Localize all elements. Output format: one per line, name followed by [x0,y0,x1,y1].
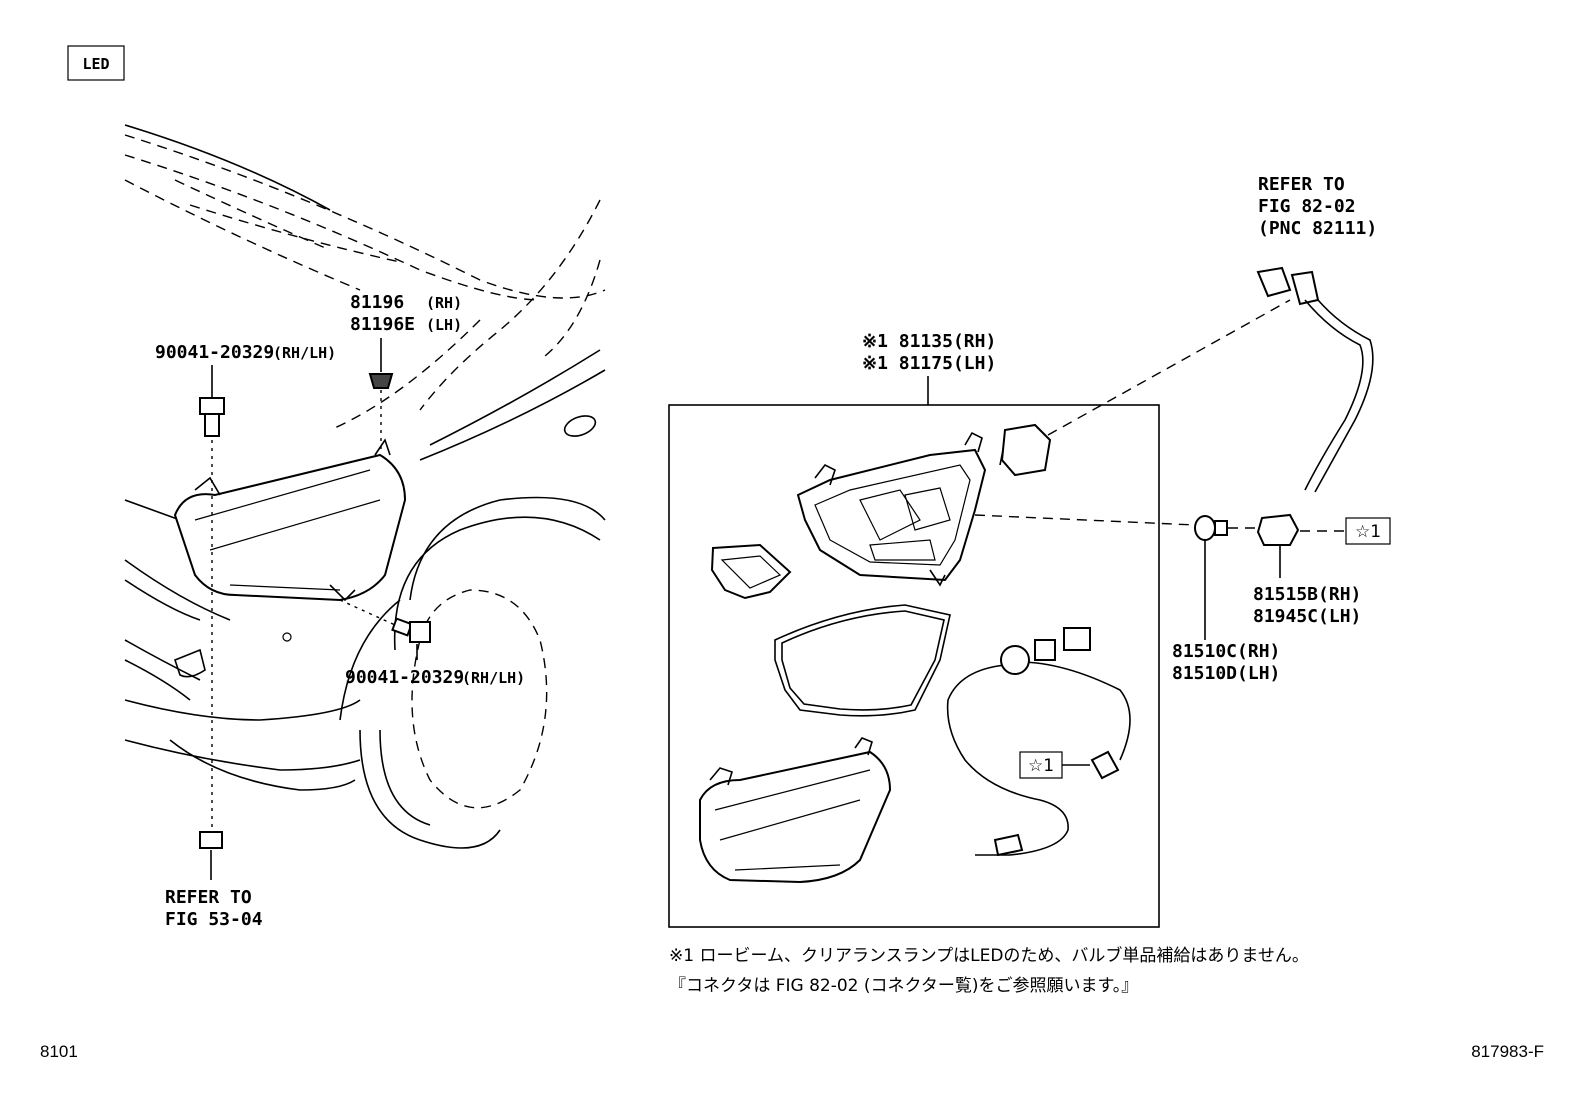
label-90041-upper-side: (RH/LH) [273,344,336,362]
headlamp-housing [796,431,987,587]
bolt-90041-upper [199,365,225,840]
clip-81196 [368,338,394,450]
label-81196-side: (RH) [426,294,462,312]
footer-left: 8101 [40,1042,78,1061]
label-81510c: 81510C(RH) [1172,641,1280,662]
label-81515b: 81515B(RH) [1253,584,1361,605]
leader-housing-to-bulb [974,514,1196,526]
socket-81515 [1256,513,1345,578]
label-90041-upper-num: 90041-20329 [155,342,274,363]
gasket-seal [774,604,951,717]
note-line-1: ※1 ロービーム、クリアランスランプはLEDのため、バルブ単品補給はありません。 [669,945,1309,966]
footer-right: 817983-F [1471,1042,1544,1061]
bolt-90041-lower [339,599,431,660]
wire-harness-inner [946,627,1131,857]
label-90041-lower-num: 90041-20329 [345,667,464,688]
label-81945c: 81945C(LH) [1253,606,1361,627]
star-ref-outer-text: ☆1 [1355,522,1381,542]
assembly-box [668,376,1160,928]
label-90041-lower-side: (RH/LH) [462,669,525,687]
label-fig-bottom: FIG 53-04 [165,909,263,930]
label-81135: ※1 81135(RH) [862,331,996,352]
vehicle-body-outline [124,124,606,849]
socket-top [999,299,1291,477]
label-81175: ※1 81175(LH) [862,353,996,374]
nut-bottom [199,831,223,880]
label-fig-top: FIG 82-02 [1258,196,1356,217]
label-81196e-side: (LH) [426,316,462,334]
bulb-81510 [1194,515,1258,640]
label-81510d: 81510D(LH) [1172,663,1280,684]
led-badge-text: LED [82,55,109,73]
label-refer-top: REFER TO [1258,174,1345,195]
star-ref-inner-text: ☆1 [1028,756,1054,776]
label-refer-bottom: REFER TO [165,887,252,908]
wire-harness-outer [1256,266,1374,493]
mounting-bracket [710,543,792,600]
label-pnc-top: (PNC 82111) [1258,218,1377,239]
label-81196e-num: 81196E [350,314,415,335]
note-line-2: 『コネクタは FIG 82-02 (コネクター覧)をご参照願います。』 [669,976,1138,996]
headlamp-installed [173,438,407,602]
label-81196-num: 81196 [350,292,404,313]
led-badge: LED [67,45,125,81]
star-ref-inner: ☆1 [1019,751,1090,779]
star-ref-outer: ☆1 [1345,517,1391,545]
headlamp-lens-assembly [699,737,892,884]
